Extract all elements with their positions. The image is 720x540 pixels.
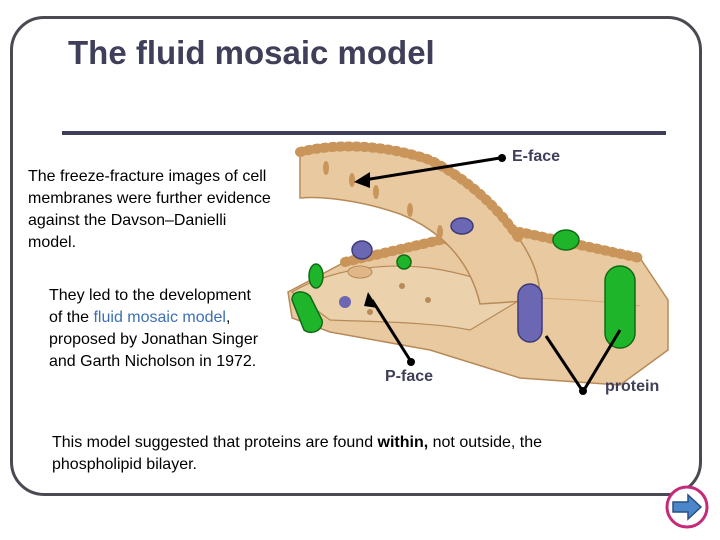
p-face-surface	[290, 265, 522, 331]
label-pointers	[354, 154, 622, 395]
proteins	[291, 217, 636, 349]
para2-text-start: They led to the development of the	[49, 287, 251, 326]
para3-text-start: This model suggested that proteins are f…	[52, 434, 378, 451]
fluid-mosaic-highlight: fluid mosaic model	[93, 309, 226, 326]
title-divider	[62, 131, 666, 135]
para2-text-end: , proposed by Jonathan Singer and Garth …	[49, 309, 259, 370]
e-face-label: E-face	[512, 148, 561, 165]
slide-frame	[10, 16, 702, 496]
within-emphasis: within,	[377, 434, 429, 451]
upper-membrane	[295, 141, 541, 305]
paragraph-proteins-within: This model suggested that proteins are f…	[52, 432, 632, 476]
paragraph-freeze-fracture: The freeze-fracture images of cell membr…	[28, 168, 271, 251]
next-arrow-icon[interactable]	[664, 484, 710, 530]
protein-label: protein	[605, 378, 660, 395]
p-face-label: P-face	[385, 368, 434, 385]
paragraph-fluid-mosaic: They led to the development of the fluid…	[49, 285, 264, 373]
slide-title: The fluid mosaic model	[68, 34, 435, 71]
para3-text-end: not outside, the phospholipid bilayer.	[52, 434, 543, 473]
